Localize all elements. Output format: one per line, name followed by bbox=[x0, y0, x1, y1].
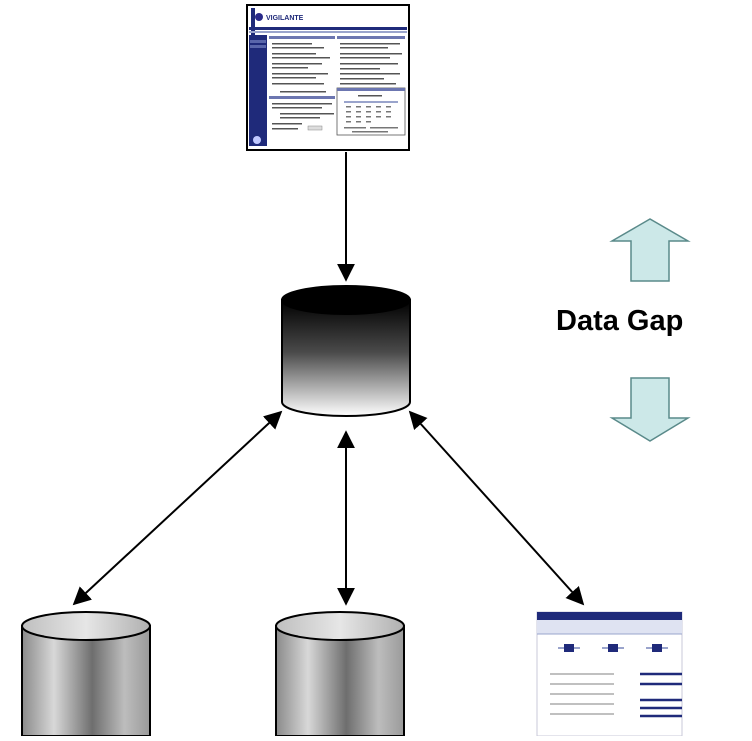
form-text-lines bbox=[550, 673, 614, 715]
edge-central-to-left-db bbox=[72, 410, 283, 606]
gap-arrow-up bbox=[609, 218, 691, 282]
form-header-bar bbox=[537, 612, 682, 620]
app-logo-text: VIGILANTE bbox=[266, 15, 304, 22]
app-logo-icon bbox=[255, 13, 263, 21]
calendar-popup bbox=[336, 87, 406, 136]
screenshot-button bbox=[307, 125, 323, 131]
app-sidebar bbox=[249, 35, 267, 146]
source-database-middle bbox=[275, 611, 405, 737]
source-database-left bbox=[21, 611, 151, 737]
block-arrow-up-icon bbox=[609, 218, 691, 282]
web-app-screenshot: VIGILANTE bbox=[246, 4, 410, 151]
form-field-markers bbox=[558, 644, 668, 652]
gap-arrow-down bbox=[609, 377, 691, 442]
edge-central-to-form bbox=[408, 410, 585, 606]
block-arrow-down-icon bbox=[609, 377, 691, 442]
sidebar-logo-icon bbox=[253, 136, 261, 144]
form-document bbox=[536, 611, 683, 737]
central-database bbox=[281, 285, 411, 417]
data-gap-label: Data Gap bbox=[556, 305, 684, 337]
form-value-lines bbox=[640, 672, 682, 718]
